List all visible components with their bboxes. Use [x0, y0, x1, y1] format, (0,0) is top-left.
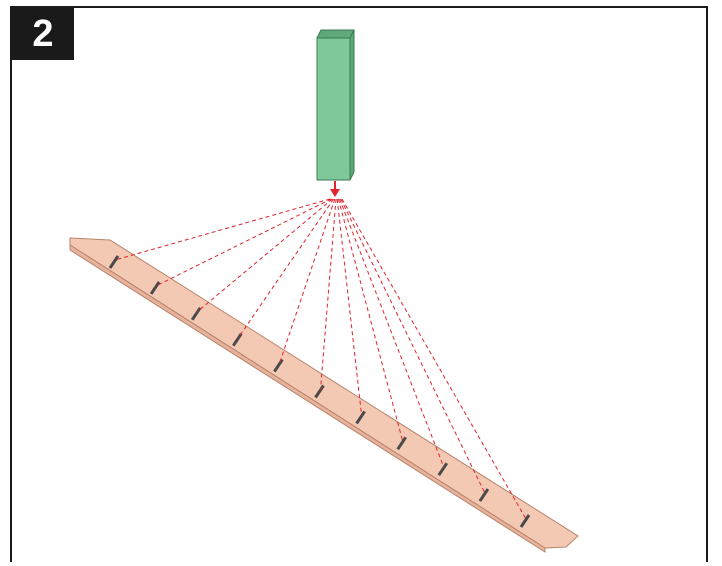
down-arrow: [330, 181, 340, 197]
notch-marks: [108, 255, 531, 528]
source-block-front: [316, 37, 351, 181]
notch-mark: [314, 384, 325, 399]
notch-mark: [355, 410, 366, 425]
source-block: [316, 29, 355, 181]
strip-top-face: [69, 237, 579, 549]
source-block-right: [349, 29, 355, 181]
target-strip: [69, 237, 579, 553]
dashed-ray: [339, 198, 445, 468]
dashed-rays: [114, 198, 527, 520]
dashed-ray: [340, 198, 486, 494]
notch-mark: [519, 514, 531, 528]
notch-mark: [437, 462, 449, 477]
notch-mark: [396, 436, 407, 451]
dashed-ray: [320, 198, 337, 390]
notch-mark: [478, 488, 490, 502]
step-number-badge: 2: [12, 8, 74, 60]
dashed-ray: [196, 198, 333, 313]
notch-mark: [108, 255, 120, 269]
notch-mark: [190, 306, 202, 321]
dashed-ray: [336, 198, 363, 416]
dashed-ray: [237, 198, 335, 338]
dashed-ray: [114, 198, 331, 261]
strip-edge-face: [69, 244, 546, 553]
dashed-ray: [278, 198, 336, 364]
notch-mark: [149, 281, 161, 295]
source-block-side: [316, 29, 355, 39]
notch-mark: [232, 332, 243, 347]
dashed-ray: [155, 198, 332, 287]
notch-mark: [273, 358, 284, 373]
dashed-ray: [341, 198, 527, 520]
